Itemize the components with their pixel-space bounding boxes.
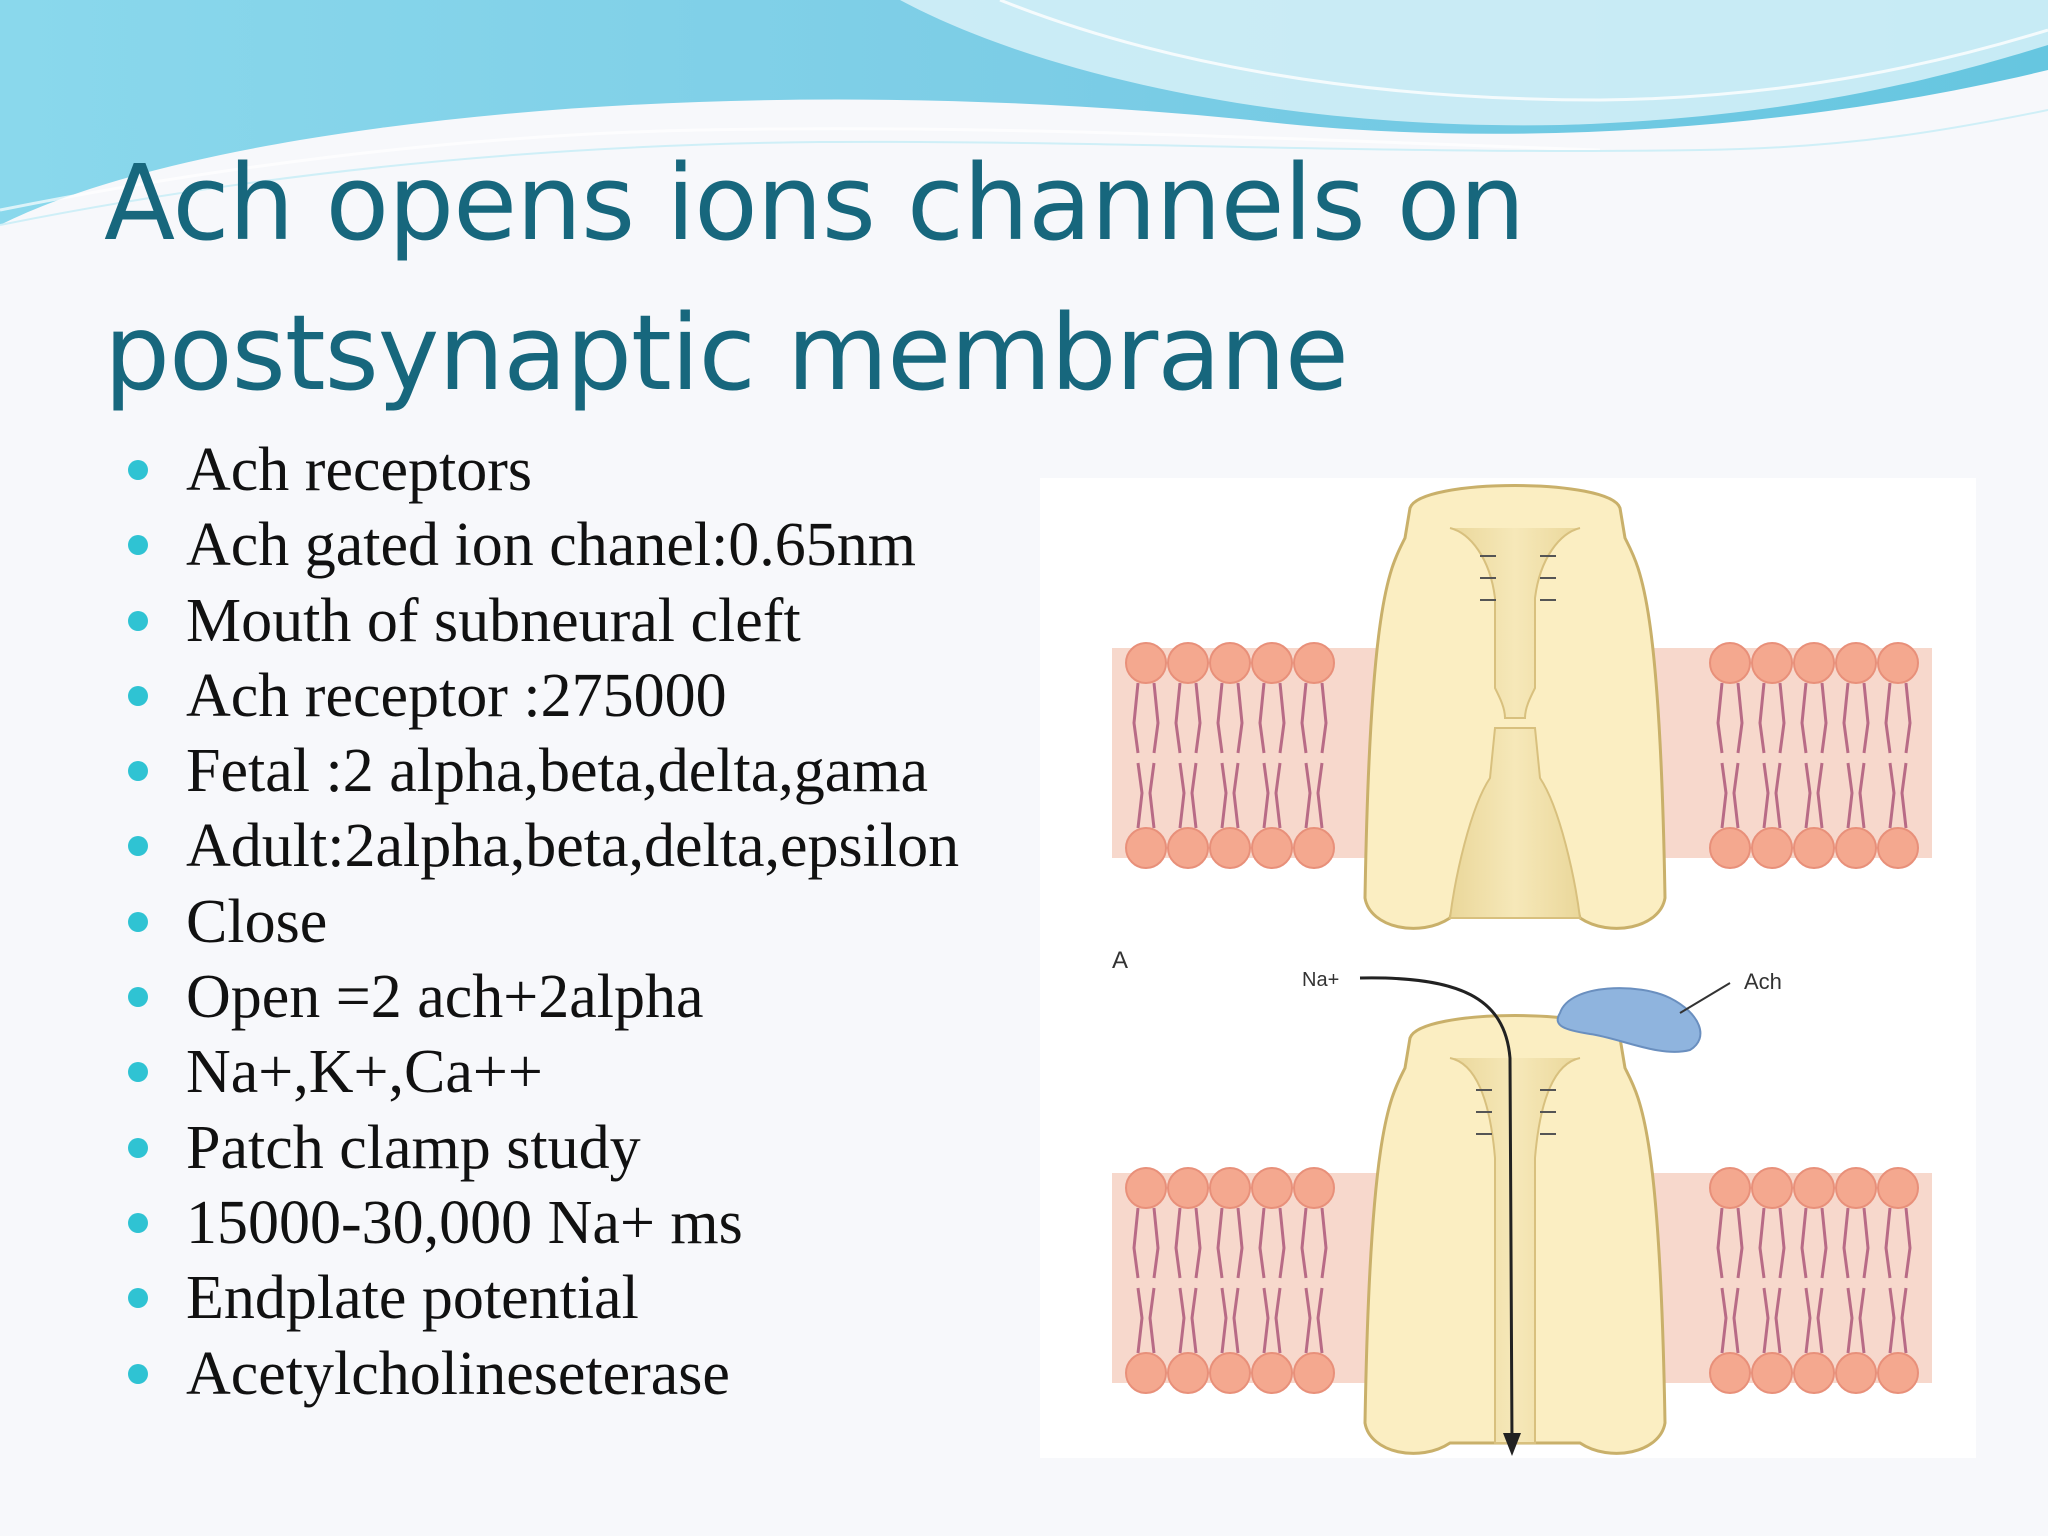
list-item: Adult:2alpha,beta,delta,epsilon	[124, 809, 959, 884]
arrow-head-icon	[1503, 1433, 1521, 1456]
bullet-icon	[128, 1062, 148, 1083]
list-item-text: 15000-30,000 Na+ ms	[186, 1188, 743, 1257]
list-item-text: Open =2 ach+2alpha	[186, 963, 704, 1032]
list-item: Close	[124, 885, 959, 960]
list-item-text: Ach receptors	[186, 436, 532, 504]
open-channel-panel: Ach Na+	[1112, 969, 1932, 1456]
bullet-icon	[128, 836, 148, 857]
list-item: Open =2 ach+2alpha	[124, 960, 959, 1035]
bullet-list: Ach receptors Ach gated ion chanel:0.65n…	[124, 433, 959, 1412]
bullet-icon	[128, 911, 148, 932]
list-item: Ach receptors	[124, 433, 959, 508]
header-wave-decoration	[0, 0, 2048, 226]
ach-molecule-icon	[1556, 987, 1702, 1053]
list-item-text: Ach gated ion chanel:0.65nm	[186, 511, 917, 580]
list-item: Mouth of subneural cleft	[124, 584, 959, 659]
bullet-icon	[128, 1288, 148, 1309]
title-line-1: Ach opens ions channels on	[104, 142, 1525, 264]
list-item: Na+,K+,Ca++	[124, 1035, 959, 1110]
bullet-icon	[128, 460, 148, 480]
page-title: Ach opens ions channels on postsynaptic …	[104, 128, 1604, 428]
lipid-bilayer-bottom	[1125, 1167, 1919, 1394]
list-item-text: Close	[186, 887, 328, 956]
list-item-text: Adult:2alpha,beta,delta,epsilon	[186, 812, 960, 881]
list-item: Fetal :2 alpha,beta,delta,gama	[124, 734, 959, 809]
closed-channel-panel: A	[1112, 484, 1932, 974]
ach-label: Ach	[1744, 969, 1782, 994]
list-item-text: Endplate potential	[186, 1264, 639, 1333]
bullet-icon	[128, 1137, 148, 1158]
list-item: Ach gated ion chanel:0.65nm	[124, 508, 959, 583]
closed-channel-icon	[1363, 484, 1667, 930]
title-line-2: postsynaptic membrane	[104, 292, 1349, 414]
list-item: Ach receptor :275000	[124, 659, 959, 734]
bullet-icon	[128, 610, 148, 631]
bullet-icon	[128, 685, 148, 706]
list-item-text: Patch clamp study	[186, 1113, 641, 1182]
lipid-bilayer-top	[1125, 642, 1919, 869]
list-item: Acetylcholineseterase	[124, 1337, 959, 1412]
bullet-icon	[128, 1363, 148, 1384]
ion-flow-arrow-icon	[1359, 976, 1514, 1444]
list-item-text: Ach receptor :275000	[186, 661, 727, 730]
ach-pointer-line	[1679, 982, 1731, 1014]
list-item-text: Fetal :2 alpha,beta,delta,gama	[186, 737, 928, 806]
list-item: Patch clamp study	[124, 1111, 959, 1186]
list-item-text: Acetylcholineseterase	[186, 1339, 730, 1408]
list-item: Endplate potential	[124, 1261, 959, 1336]
list-item-text: Na+,K+,Ca++	[186, 1038, 543, 1107]
ach-receptor-figure: A	[1040, 478, 1976, 1458]
bullet-icon	[128, 1212, 148, 1233]
open-channel-icon	[1363, 1014, 1667, 1455]
na-label: Na+	[1302, 969, 1339, 991]
bullet-icon	[128, 535, 148, 556]
bullet-icon	[128, 987, 148, 1008]
bullet-icon	[128, 761, 148, 782]
list-item: 15000-30,000 Na+ ms	[124, 1186, 959, 1261]
panel-label: A	[1112, 947, 1128, 974]
list-item-text: Mouth of subneural cleft	[186, 586, 801, 655]
